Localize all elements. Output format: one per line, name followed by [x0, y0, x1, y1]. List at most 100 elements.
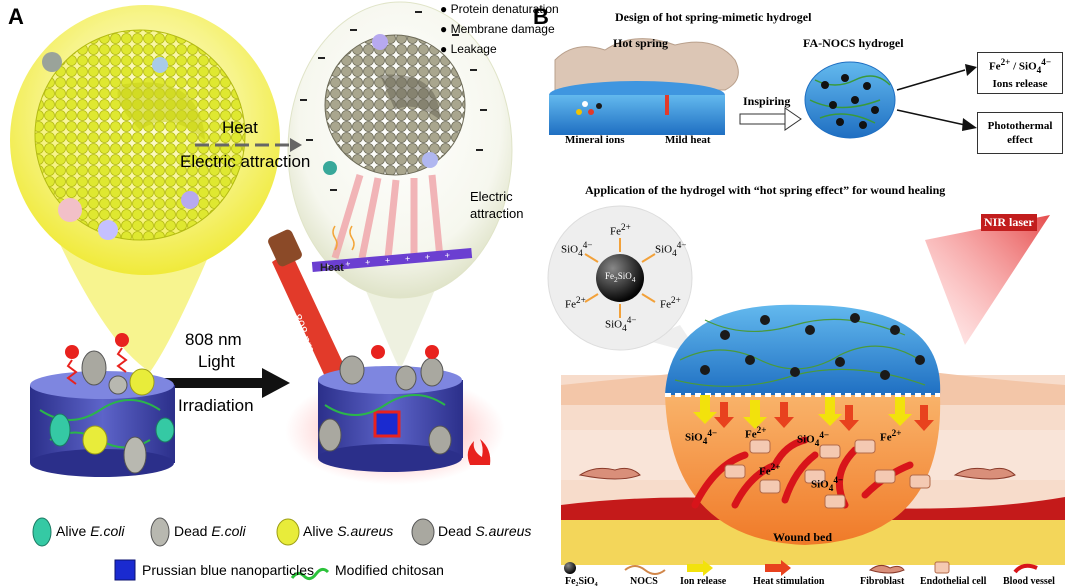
bubble-sio-bottom: SiO44− — [605, 315, 637, 333]
release-arrows — [693, 395, 934, 431]
dead-ecoli-icon — [150, 517, 170, 547]
bubble-fe-top: Fe2+ — [610, 222, 631, 238]
legend-nocs: NOCS — [630, 576, 658, 587]
wound-fe-3: Fe2+ — [759, 462, 781, 478]
positive-membrane — [311, 248, 473, 272]
effect-leakage: ● Leakage — [440, 42, 497, 56]
gray-bead — [42, 52, 62, 72]
inspiring-arrow — [739, 107, 802, 131]
fe2sio4-legend-icon — [564, 562, 576, 574]
legend-prussian: Prussian blue nanoparticles — [142, 562, 314, 578]
electric-attraction-note: Electric attraction — [470, 189, 524, 221]
ion-arrows — [584, 238, 656, 318]
heat-arrow — [195, 138, 302, 152]
legend-dead-saureus: Dead S.aureus — [438, 523, 532, 539]
panel-letter-b: B — [533, 4, 549, 29]
svg-text:+: + — [405, 253, 411, 263]
heat-stimulation-legend-icon — [765, 560, 791, 576]
application-title: Application of the hydrogel with “hot sp… — [585, 183, 946, 197]
wound-bed-label: Wound bed — [773, 530, 833, 544]
prussian-blue-icon — [114, 559, 136, 581]
legend-chitosan: Modified chitosan — [335, 562, 444, 578]
particle-label: Fe2SiO4 — [605, 271, 636, 284]
mineral-ions-label: Mineral ions — [565, 134, 625, 146]
alive-saureus-icon — [276, 518, 300, 546]
design-title: Design of hot spring-mimetic hydrogel — [615, 10, 812, 24]
pink-bead — [58, 198, 82, 222]
yellow-nanoparticle — [34, 29, 246, 241]
legend-icons-a — [32, 517, 435, 581]
blood-vessel-legend-icon — [1013, 563, 1038, 574]
purple-bead — [181, 191, 199, 209]
irradiation-arrow — [160, 368, 290, 398]
fa-nocs-hydrogel-disc — [804, 61, 896, 139]
purple-bead — [98, 220, 118, 240]
legend-fe2sio4: Fe₂SiO₄ — [565, 576, 598, 587]
legend-alive-saureus: Alive S.aureus — [303, 523, 394, 539]
panel-b-illustration — [547, 38, 1065, 576]
blue-bead — [152, 57, 168, 73]
legend-fibroblast: Fibroblast — [860, 576, 905, 587]
hot-spring-illustration — [549, 38, 739, 135]
legend-blood-vessel: Blood vessel — [1003, 576, 1055, 587]
wound-fe-2: Fe2+ — [880, 428, 902, 444]
fibroblast-legend-icon — [868, 564, 905, 574]
hydrogel-cylinder-right — [318, 345, 491, 472]
wound-sio-2: SiO44− — [797, 430, 830, 448]
fe2sio4-particle — [596, 254, 644, 302]
fire-icon — [467, 439, 491, 465]
panel-a: + + + + + + + — [0, 0, 559, 588]
endothelial-cells — [724, 439, 931, 509]
panel-b: B Design of hot spring-mimetic hydrogel … — [525, 0, 1065, 588]
hydrogel-cylinder-left — [30, 333, 175, 477]
effect-protein: ● Protein denaturation — [440, 2, 559, 16]
heat-membrane-label: Heat — [320, 262, 344, 274]
fa-nocs-label: FA-NOCS hydrogel — [803, 36, 904, 50]
endothelial-legend-icon — [934, 561, 950, 574]
blood-vessels — [691, 436, 914, 509]
irradiation-line1: 808 nm — [185, 330, 242, 349]
photothermal-box: Photothermal effect — [977, 112, 1063, 154]
electric-attraction-label: Electric attraction — [180, 152, 311, 171]
hot-spring-label: Hot spring — [613, 36, 669, 50]
svg-text:+: + — [424, 252, 430, 262]
inspiring-label: Inspiring — [743, 94, 791, 108]
svg-text:+: + — [325, 260, 331, 270]
irradiation-line2: Light — [198, 352, 235, 371]
svg-text:+: + — [345, 259, 351, 269]
panel-a-illustration: + + + + + + + — [10, 1, 513, 581]
nir-laser-beam — [925, 215, 1050, 345]
wound-sio-3: SiO44− — [811, 475, 844, 493]
hydrogel-dome — [665, 304, 941, 395]
nocs-legend-icon — [624, 565, 666, 575]
bubble-sio-left: SiO44− — [561, 240, 593, 258]
bubble-fe-left: Fe2+ — [565, 295, 586, 311]
negative-charge-marks — [300, 11, 487, 191]
chitosan-icon — [290, 567, 330, 581]
heat-wave-marks — [332, 225, 355, 251]
nir-laser-label: NIR laser — [981, 214, 1037, 231]
ion-release-legend-icon — [687, 560, 713, 576]
svg-text:+: + — [444, 250, 450, 260]
wound-sio-1: SiO44− — [685, 428, 718, 446]
bubble-sio-right: SiO44− — [655, 240, 687, 258]
ions-release-box: Fe2+ / SiO44− Ions release — [977, 52, 1063, 94]
svg-text:+: + — [365, 257, 371, 267]
panel-letter-a: A — [8, 4, 24, 29]
svg-text:+: + — [385, 255, 391, 265]
bubble-fe-right: Fe2+ — [660, 295, 681, 311]
mild-heat-label: Mild heat — [665, 134, 711, 146]
dead-saureus-icon — [411, 518, 435, 546]
heat-label-top: Heat — [222, 118, 258, 137]
legend-heat-stimulation: Heat stimulation — [753, 576, 825, 587]
irradiation-line3: Irradiation — [178, 396, 254, 415]
legend-endothelial: Endothelial cell — [920, 576, 987, 587]
alive-ecoli-icon — [32, 517, 52, 547]
legend-dead-ecoli: Dead E.coli — [174, 523, 246, 539]
legend-icons-b — [564, 560, 1038, 576]
fibroblasts — [578, 467, 1016, 480]
wound-fe-1: Fe2+ — [745, 425, 767, 441]
legend-alive-ecoli: Alive E.coli — [56, 523, 125, 539]
effect-membrane: ● Membrane damage — [440, 22, 555, 36]
legend-ion-release: Ion release — [680, 576, 727, 587]
